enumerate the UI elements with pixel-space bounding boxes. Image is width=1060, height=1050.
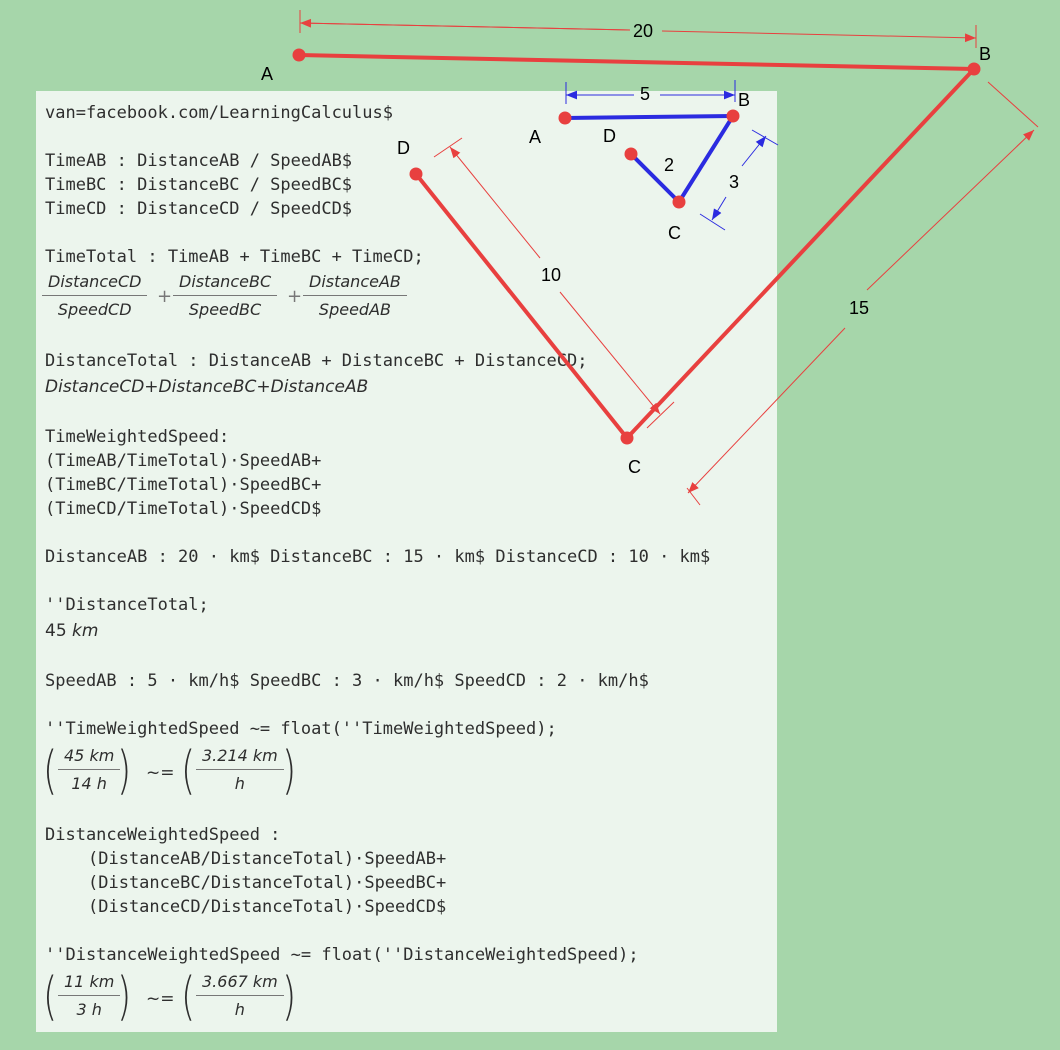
input-line-dws-1[interactable]: (DistanceAB/DistanceTotal)·SpeedAB+ bbox=[88, 849, 447, 869]
label-ab-distance: 5 bbox=[640, 84, 650, 104]
input-line-time-total[interactable]: TimeTotal : TimeAB + TimeBC + TimeCD; bbox=[45, 247, 424, 267]
fraction-denominator: h bbox=[234, 774, 245, 793]
input-line-distances[interactable]: DistanceAB : 20 · km$ DistanceBC : 15 · … bbox=[45, 547, 711, 567]
output-fraction-cd: DistanceCD SpeedCD bbox=[42, 272, 148, 320]
point-c bbox=[620, 431, 634, 445]
fraction-numerator: DistanceBC bbox=[173, 272, 278, 296]
output-tws-float: 3.214 km h bbox=[196, 746, 284, 794]
small-labels: A B C D 5 3 2 bbox=[529, 84, 750, 243]
segment-bc bbox=[677, 114, 735, 204]
point-d bbox=[624, 147, 638, 161]
large-route bbox=[292, 48, 981, 445]
input-line-dws-2[interactable]: (DistanceBC/DistanceTotal)·SpeedBC+ bbox=[88, 873, 447, 893]
segment-ab bbox=[298, 53, 975, 71]
input-line-tws-1[interactable]: (TimeAB/TimeTotal)·SpeedAB+ bbox=[45, 451, 322, 471]
input-line-time-cd[interactable]: TimeCD : DistanceCD / SpeedCD$ bbox=[45, 199, 353, 219]
label-a: A bbox=[261, 64, 273, 84]
input-line-time-ab[interactable]: TimeAB : DistanceAB / SpeedAB$ bbox=[45, 151, 353, 171]
point-a bbox=[558, 111, 572, 125]
label-cd-distance: 10 bbox=[541, 265, 561, 285]
right-paren: ) bbox=[282, 741, 297, 801]
output-fraction-bc: DistanceBC SpeedBC bbox=[173, 272, 278, 320]
small-dimensions bbox=[565, 80, 779, 231]
fraction-numerator: 3.667 km bbox=[196, 972, 284, 996]
label-d: D bbox=[603, 126, 616, 146]
input-line-tws-def[interactable]: TimeWeightedSpeed: bbox=[45, 427, 230, 447]
output-fraction-ab: DistanceAB SpeedAB bbox=[303, 272, 407, 320]
input-line-time-bc[interactable]: TimeBC : DistanceBC / SpeedBC$ bbox=[45, 175, 353, 195]
label-d: D bbox=[397, 138, 410, 158]
label-bc-distance: 3 bbox=[729, 172, 739, 192]
input-line-tws-query[interactable]: ''TimeWeightedSpeed ~= float(''TimeWeigh… bbox=[45, 719, 557, 739]
maxima-worksheet-panel bbox=[36, 91, 777, 1032]
input-line-tws-3[interactable]: (TimeCD/TimeTotal)·SpeedCD$ bbox=[45, 499, 322, 519]
output-distance-total-value: 45 km bbox=[45, 621, 99, 641]
left-paren: ( bbox=[181, 741, 196, 801]
fraction-denominator: 3 h bbox=[76, 1000, 102, 1019]
approx-sign: ~= bbox=[146, 763, 175, 783]
point-b bbox=[726, 109, 740, 123]
large-labels: A B C D 20 15 10 bbox=[261, 21, 991, 477]
right-paren: ) bbox=[117, 967, 132, 1027]
point-a bbox=[292, 48, 306, 62]
input-line-dws-def[interactable]: DistanceWeightedSpeed : bbox=[45, 825, 281, 845]
fraction-numerator: DistanceAB bbox=[303, 272, 407, 296]
label-b: B bbox=[979, 44, 991, 64]
input-line-van[interactable]: van=facebook.com/LearningCalculus$ bbox=[45, 103, 393, 123]
label-b: B bbox=[738, 90, 750, 110]
input-line-dws-3[interactable]: (DistanceCD/DistanceTotal)·SpeedCD$ bbox=[88, 897, 447, 917]
input-line-dws-query[interactable]: ''DistanceWeightedSpeed ~= float(''Dista… bbox=[45, 945, 639, 965]
fraction-denominator: SpeedBC bbox=[188, 300, 262, 319]
label-a: A bbox=[529, 127, 541, 147]
fraction-numerator: DistanceCD bbox=[42, 272, 148, 296]
approx-sign: ~= bbox=[146, 989, 175, 1009]
point-b bbox=[967, 62, 981, 76]
fraction-numerator: 3.214 km bbox=[196, 746, 284, 770]
output-tws-exact: 45 km 14 h bbox=[58, 746, 121, 794]
segment-ab bbox=[564, 114, 734, 120]
fraction-denominator: SpeedCD bbox=[57, 300, 132, 319]
left-paren: ( bbox=[43, 967, 58, 1027]
segment-cd bbox=[629, 152, 681, 204]
input-line-speeds[interactable]: SpeedAB : 5 · km/h$ SpeedBC : 3 · km/h$ … bbox=[45, 671, 649, 691]
left-paren: ( bbox=[181, 967, 196, 1027]
label-ab-distance: 20 bbox=[633, 21, 653, 41]
output-dws-exact: 11 km 3 h bbox=[58, 972, 121, 1020]
label-c: C bbox=[628, 457, 641, 477]
plus-sign: + bbox=[287, 286, 303, 307]
fraction-numerator: 11 km bbox=[58, 972, 121, 996]
right-paren: ) bbox=[117, 741, 132, 801]
label-c: C bbox=[668, 223, 681, 243]
point-c bbox=[672, 195, 686, 209]
left-paren: ( bbox=[43, 741, 58, 801]
segment-cd bbox=[414, 172, 629, 440]
input-line-tws-2[interactable]: (TimeBC/TimeTotal)·SpeedBC+ bbox=[45, 475, 322, 495]
input-line-dt-query[interactable]: ''DistanceTotal; bbox=[45, 595, 209, 615]
output-dws-float: 3.667 km h bbox=[196, 972, 284, 1020]
large-dimensions bbox=[299, 10, 1039, 506]
fraction-denominator: 14 h bbox=[71, 774, 107, 793]
right-paren: ) bbox=[282, 967, 297, 1027]
plus-sign: + bbox=[157, 286, 173, 307]
segment-bc bbox=[625, 67, 976, 440]
label-cd-distance: 2 bbox=[664, 155, 674, 175]
small-route bbox=[558, 109, 740, 209]
fraction-denominator: SpeedAB bbox=[318, 300, 391, 319]
fraction-denominator: h bbox=[234, 1000, 245, 1019]
label-bc-distance: 15 bbox=[849, 298, 869, 318]
point-d bbox=[409, 167, 423, 181]
fraction-numerator: 45 km bbox=[58, 746, 121, 770]
output-distance-total: DistanceCD+DistanceBC+DistanceAB bbox=[45, 377, 369, 397]
